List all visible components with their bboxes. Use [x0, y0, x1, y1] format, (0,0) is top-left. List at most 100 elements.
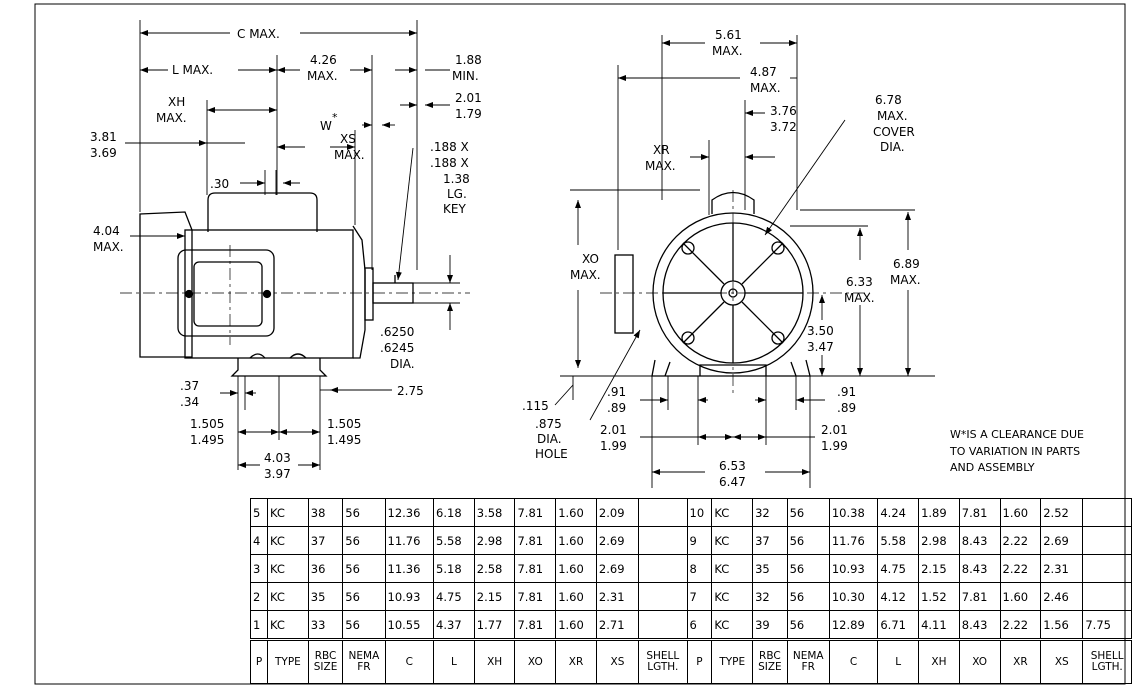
dim-91-r-a: .91	[837, 385, 856, 399]
foot-bracket	[249, 353, 307, 359]
dim-404-b: MAX.	[93, 240, 124, 254]
note-line-1: W*IS A CLEARANCE DUE	[950, 428, 1084, 441]
table-cell: 7.81	[514, 526, 557, 555]
table-cell: 7.81	[514, 582, 557, 611]
dim-376-a: 3.76	[770, 104, 797, 118]
table-cell: KC	[267, 498, 309, 527]
table-cell: 39	[752, 610, 788, 640]
table-header-text: XR	[568, 655, 584, 668]
dim-689-a: 6.89	[893, 257, 920, 271]
table-cell: 2	[249, 582, 269, 611]
table-cell: 1.60	[555, 498, 597, 527]
table-cell	[1082, 554, 1132, 583]
table-header-text: P	[696, 655, 703, 668]
table-cell: 7.81	[958, 498, 1001, 527]
table-cell: 2.15	[918, 554, 960, 583]
table-cell: 1.60	[555, 582, 597, 611]
dim-403-a: 4.03	[264, 451, 291, 465]
table-cell: 2.69	[595, 554, 640, 583]
dim-633-b: MAX.	[844, 291, 875, 305]
key-4: LG.	[447, 187, 467, 201]
xs-max-a: XS	[340, 132, 356, 146]
table-cell	[638, 526, 688, 555]
table-header-cell: P	[249, 638, 269, 684]
table-cell: 36	[307, 554, 344, 583]
table-header-text: SHELL	[646, 650, 680, 662]
table-cell: 1.60	[555, 610, 597, 640]
hole-2: DIA.	[537, 432, 562, 446]
table-header-cell: XH	[473, 638, 516, 684]
table-header-text: NEMA	[792, 650, 824, 662]
table-cell: KC	[267, 610, 309, 640]
table-cell: 35	[752, 554, 788, 583]
bolt-bl	[681, 331, 695, 345]
dim-350-b: 3.47	[807, 340, 834, 354]
table-cell	[638, 554, 688, 583]
table-cell: 5.58	[433, 526, 475, 555]
table-header-cell: TYPE	[267, 638, 309, 684]
table-cell: 2.58	[473, 554, 516, 583]
dim-633-a: 6.33	[846, 275, 873, 289]
cover-4: DIA.	[880, 140, 905, 154]
table-header-text: SIZE	[758, 661, 782, 673]
table-cell: 56	[342, 526, 386, 555]
table-cell: 2.22	[999, 554, 1042, 583]
dim-381-a: 3.81	[90, 130, 117, 144]
table-header-text: C	[849, 655, 858, 668]
dim-1505-r-b: 1.495	[327, 433, 361, 447]
dim-350-a: 3.50	[807, 324, 834, 338]
table-cell: 9	[686, 526, 713, 555]
hole-3: HOLE	[535, 447, 568, 461]
table-cell: 2.69	[1040, 526, 1084, 555]
table-cell: 1.60	[999, 582, 1042, 611]
table-cell: 1.56	[1040, 610, 1084, 640]
table-cell: 8.43	[958, 610, 1001, 640]
xh-max-a: XH	[168, 95, 185, 109]
note-line-2: TO VARIATION IN PARTS	[949, 445, 1080, 458]
table-header-text: L	[895, 655, 902, 668]
table-header-cell: L	[877, 638, 920, 684]
table-cell: 2.22	[999, 526, 1042, 555]
table-cell: 56	[342, 498, 386, 527]
dim-91-l-b: .89	[607, 401, 626, 415]
bearing-face	[364, 267, 374, 321]
cover-1: 6.78	[875, 93, 902, 107]
table-cell: KC	[711, 526, 754, 555]
key-1: .188 X	[430, 140, 469, 154]
table-cell	[1082, 582, 1132, 611]
table-cell: 32	[752, 498, 788, 527]
table-cell: 6.71	[877, 610, 920, 640]
dim-115: .115	[522, 399, 549, 413]
table-cell: 5.58	[877, 526, 920, 555]
table-cell: 38	[307, 498, 344, 527]
table-cell: KC	[711, 610, 754, 640]
table-cell: 56	[786, 582, 830, 611]
end-view	[614, 191, 814, 377]
capacitor-box	[207, 192, 318, 232]
table-header-text: NEMA	[348, 650, 380, 662]
end-view-dimensions	[554, 35, 935, 488]
table-cell: 6	[686, 610, 713, 640]
table-cell: 7.81	[958, 582, 1001, 611]
table-cell: 56	[342, 610, 386, 640]
table-header-text: FR	[357, 661, 371, 673]
xr-max-a: XR	[653, 143, 670, 157]
table-cell: 1.77	[473, 610, 516, 640]
table-cell: 7.81	[514, 554, 557, 583]
table-cell: 11.76	[384, 526, 435, 555]
junction-box-inner	[193, 261, 263, 327]
table-cell: 56	[786, 610, 830, 640]
l-max-label: L MAX.	[172, 63, 213, 77]
table-cell: 10.93	[828, 554, 879, 583]
table-cell: 10.93	[384, 582, 435, 611]
table-cell: 1.60	[555, 554, 597, 583]
hole-1: .875	[535, 417, 562, 431]
w-star-label: W	[320, 119, 332, 133]
dim-426-b: MAX.	[307, 69, 338, 83]
